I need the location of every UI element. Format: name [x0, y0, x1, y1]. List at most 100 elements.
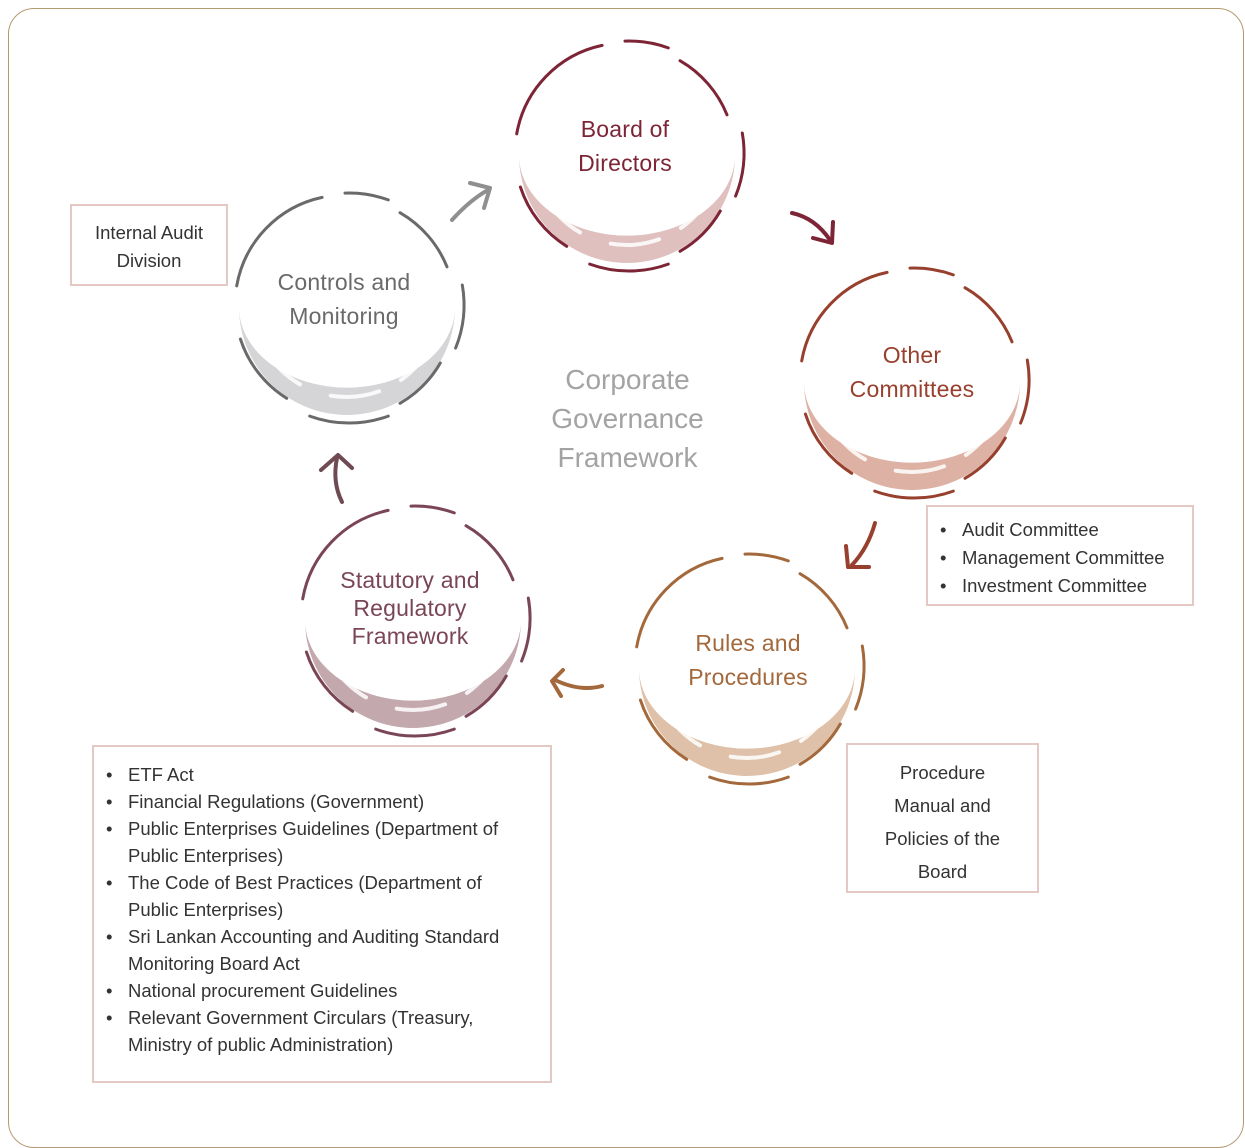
list-item: Management Committee — [928, 544, 1192, 572]
node-outline-rules — [743, 552, 790, 563]
node-label-board: Board of Directors — [525, 112, 725, 180]
node-accent-board — [608, 237, 662, 247]
list-item: ETF Act — [94, 761, 526, 788]
node-outline-statutory — [304, 650, 355, 713]
node-label-statutory: Statutory and Regulatory Framework — [300, 566, 520, 650]
list-item: Financial Regulations (Government) — [94, 788, 526, 815]
node-outline-rules — [708, 775, 790, 786]
list-item: Public Enterprises Guidelines (Departmen… — [94, 815, 526, 869]
center-title: Corporate Governance Framework — [520, 360, 735, 477]
node-outline-committees — [1019, 358, 1031, 425]
node-accent-committees — [963, 415, 1000, 457]
node-outline-rules — [798, 572, 849, 630]
node-outline-statutory — [464, 674, 508, 718]
node-label-controls: Controls and Monitoring — [244, 265, 444, 333]
node-outline-committees — [908, 266, 955, 277]
arrow-committees-to-rules-head — [844, 544, 871, 569]
node-outline-statutory — [301, 508, 390, 601]
arrow-controls-to-board — [450, 188, 490, 222]
internal-audit-box: Internal Audit Division — [70, 204, 228, 286]
node-accent-controls — [328, 389, 382, 399]
list-item: National procurement Guidelines — [94, 977, 526, 1004]
box-text-line: Board — [917, 861, 968, 882]
list-item: Relevant Government Circulars (Treasury,… — [94, 1004, 526, 1058]
arrow-rules-to-statutory-head — [550, 668, 565, 698]
node-outline-committees — [873, 489, 955, 500]
node-outline-committees — [963, 286, 1014, 344]
node-outline-board — [734, 131, 746, 198]
node-outline-statutory — [520, 596, 532, 663]
node-circle-fill-board — [519, 155, 735, 263]
node-outline-controls — [235, 195, 324, 288]
node-outline-statutory — [464, 524, 515, 582]
node-outline-controls — [238, 337, 289, 400]
list-item: The Code of Best Practices (Department o… — [94, 869, 526, 923]
node-outline-rules — [635, 556, 724, 649]
node-label-line: Board of — [580, 116, 670, 142]
node-outline-committees — [800, 270, 889, 363]
box-text-line: Procedure — [899, 762, 986, 783]
arrow-board-to-committees-head — [811, 220, 835, 245]
arrow-statutory-to-controls — [333, 456, 344, 504]
node-outline-board — [678, 59, 729, 117]
node-accent-committees — [893, 464, 947, 474]
node-outline-controls — [398, 211, 449, 269]
node-circle-fill-statutory — [305, 620, 521, 728]
node-label-line: Directors — [578, 150, 672, 176]
node-label-line: Regulatory — [353, 595, 467, 621]
node-accent-rules — [728, 750, 782, 760]
node-outline-board — [515, 43, 604, 136]
node-accent-statutory — [329, 661, 368, 700]
node-outline-controls — [308, 414, 390, 425]
node-outline-controls — [398, 361, 442, 405]
node-accent-controls — [398, 340, 435, 382]
node-outline-rules — [854, 644, 866, 711]
node-accent-controls — [263, 348, 302, 387]
node-outline-controls — [454, 283, 466, 350]
node-label-committees: Other Committees — [812, 338, 1012, 406]
node-label-line: Other — [882, 342, 942, 368]
node-label-line: Rules and — [695, 630, 801, 656]
node-outline-statutory — [374, 727, 456, 738]
node-accent-statutory — [464, 653, 501, 695]
node-label-line: Committees — [849, 376, 975, 402]
node-accent-board — [543, 196, 582, 235]
node-accent-committees — [828, 423, 867, 462]
box-text-line: Manual and — [894, 795, 991, 816]
node-label-line: Framework — [351, 623, 469, 649]
node-label-line: Monitoring — [289, 303, 399, 329]
node-circle-fill-controls — [239, 307, 455, 415]
arrow-committees-to-rules — [850, 521, 877, 567]
node-outline-committees — [803, 412, 854, 475]
node-accent-statutory — [394, 702, 448, 712]
node-accent-rules — [663, 709, 702, 748]
box-text-line: Internal Audit — [95, 222, 203, 243]
node-outline-board — [678, 209, 722, 253]
node-label-line: Procedures — [688, 664, 808, 690]
node-outline-controls — [343, 191, 390, 202]
node-label-line: Statutory and — [340, 567, 480, 593]
node-accent-board — [678, 188, 715, 230]
list-item: Investment Committee — [928, 572, 1192, 600]
node-circle-fill-rules — [639, 668, 855, 776]
node-outline-statutory — [409, 504, 456, 515]
node-circle-fill-committees — [804, 382, 1020, 490]
arrow-controls-to-board-head — [468, 181, 492, 210]
node-outline-board — [623, 39, 670, 50]
box-text-line: Policies of the — [884, 828, 1001, 849]
list-item: Sri Lankan Accounting and Auditing Stand… — [94, 923, 526, 977]
node-outline-board — [518, 185, 569, 248]
committees-list-box: Audit Committee Management Committee Inv… — [926, 505, 1194, 606]
center-title-line: Framework — [557, 442, 698, 473]
center-title-line: Governance — [551, 403, 704, 434]
center-title-line: Corporate — [565, 364, 690, 395]
arrow-board-to-committees — [790, 211, 832, 242]
list-item: Audit Committee — [928, 516, 1192, 544]
node-outline-board — [588, 262, 670, 273]
node-accent-rules — [798, 701, 835, 743]
box-text-line: Division — [116, 250, 182, 271]
arrow-statutory-to-controls-head — [319, 453, 354, 472]
node-outline-rules — [638, 698, 689, 761]
node-label-rules: Rules and Procedures — [648, 626, 848, 694]
